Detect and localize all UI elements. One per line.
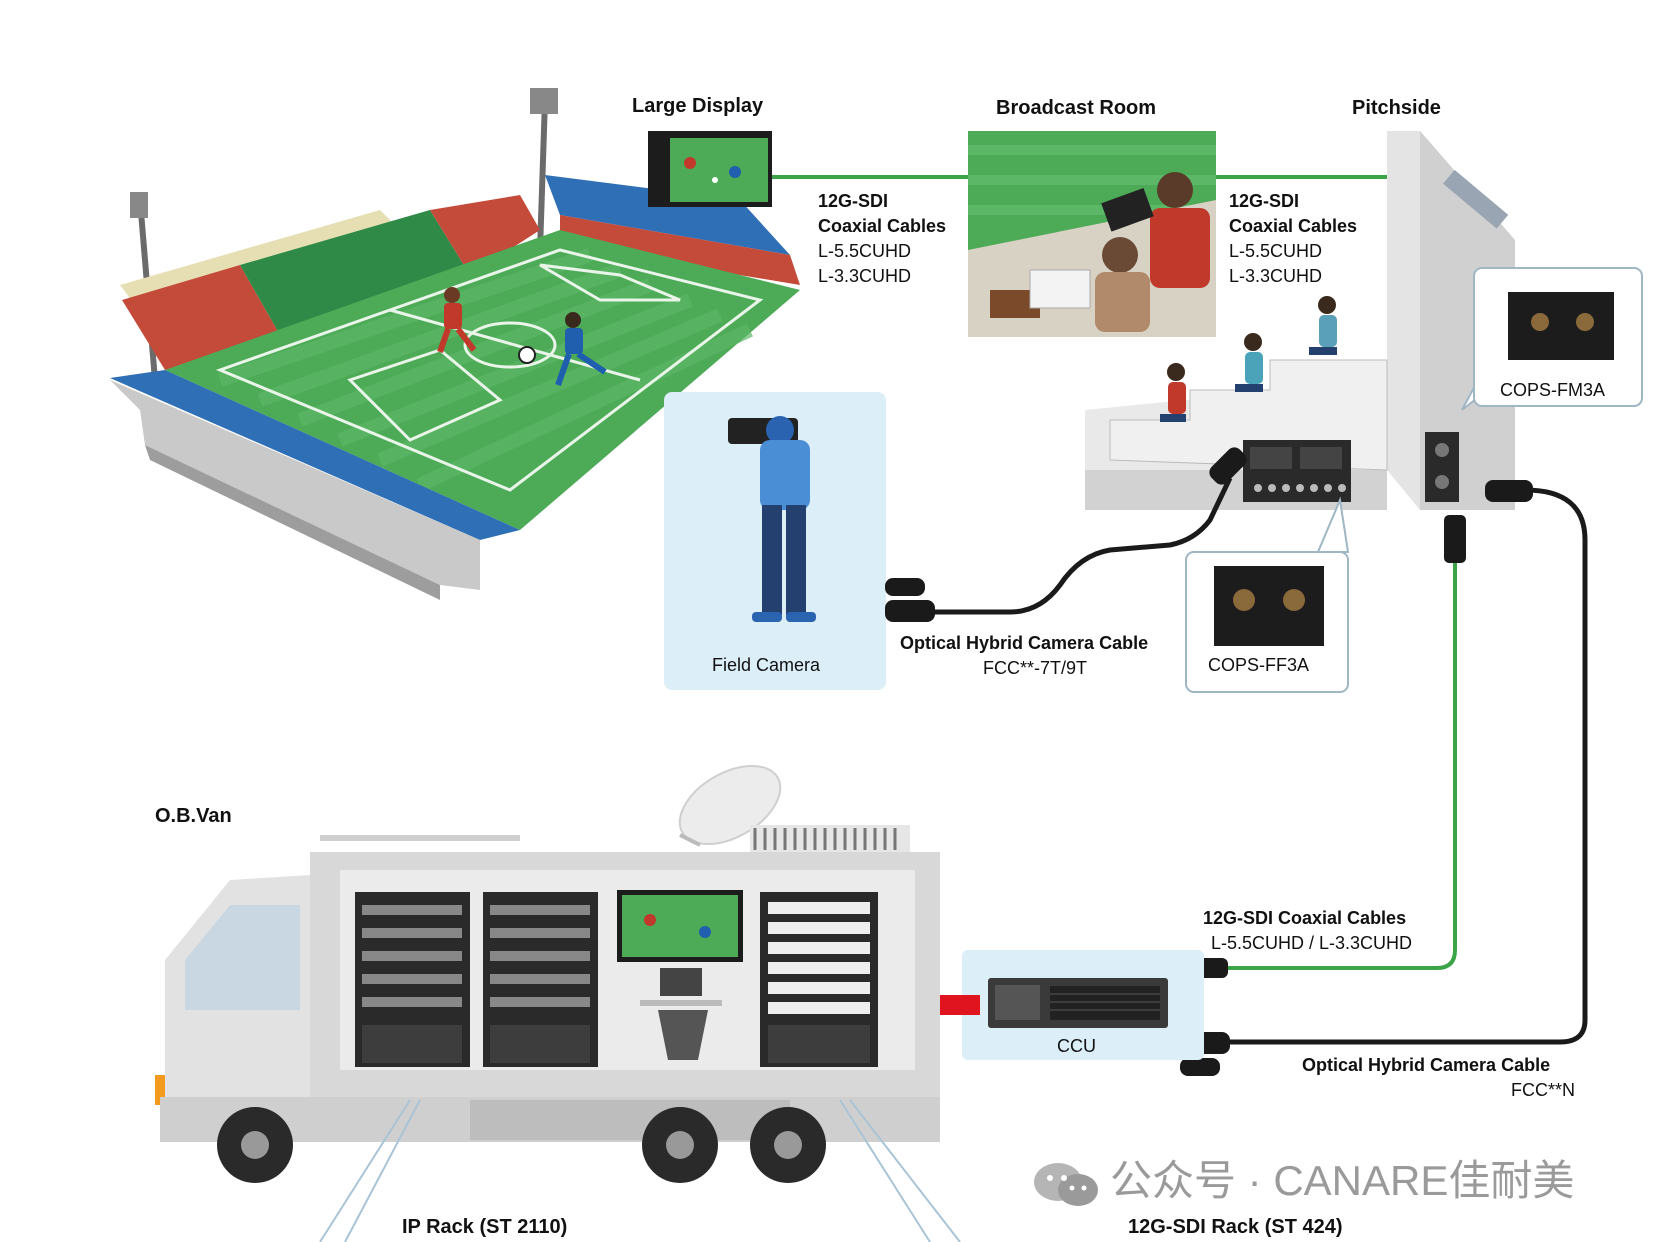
optical-cable-field [900, 476, 1233, 615]
cable-left-model2: L-3.3CUHD [818, 266, 912, 286]
cable-left-title2: Coaxial Cables [818, 216, 947, 236]
pitchside-label: Pitchside [1352, 97, 1441, 119]
optical-cable-ccu [1220, 487, 1588, 1045]
ob-van-illustration [155, 764, 961, 1242]
cable-right-model1: L-5.5CUHD [1229, 241, 1323, 261]
broadcast-room-label: Broadcast Room [996, 97, 1157, 119]
player-red [437, 287, 477, 353]
wechat-icon [1034, 1163, 1098, 1206]
optical-field-model: FCC**-7T/9T [983, 658, 1088, 678]
cops-fm3a-callout [1461, 267, 1643, 411]
optical-van-model: FCC**N [1511, 1080, 1576, 1100]
pitchside-building [1085, 131, 1515, 510]
cops-fm3a-label: COPS-FM3A [1500, 380, 1606, 400]
optical-field-title: Optical Hybrid Camera Cable [900, 633, 1149, 653]
broadcast-room-image [968, 131, 1216, 337]
player-blue [555, 312, 607, 387]
sdi-rack-label: 12G-SDI Rack (ST 424) [1128, 1216, 1343, 1238]
large-display-screen [648, 131, 772, 207]
ob-van-label: O.B.Van [155, 805, 232, 827]
ball-icon [518, 346, 536, 364]
ip-rack-label: IP Rack (ST 2110) [402, 1216, 568, 1238]
cops-ff3a-label: COPS-FF3A [1208, 655, 1310, 675]
bnc-connector-icon [1444, 515, 1466, 563]
cops-ff3a-callout [1185, 496, 1350, 693]
optical-connector-field [885, 447, 1247, 622]
coax-van-model: L-5.5CUHD / L-3.3CUHD [1211, 933, 1413, 953]
ccu-panel [962, 950, 1204, 1060]
cable-right-title2: Coaxial Cables [1229, 216, 1358, 236]
coax-van-title: 12G-SDI Coaxial Cables [1203, 908, 1407, 928]
ccu-label: CCU [1057, 1036, 1096, 1056]
stadium-illustration [110, 88, 800, 600]
cable-right-title1: 12G-SDI [1229, 191, 1300, 211]
cable-left-title1: 12G-SDI [818, 191, 889, 211]
coax-cable-ccu [1228, 535, 1457, 970]
large-display-label: Large Display [632, 95, 764, 117]
field-camera-panel [664, 392, 886, 690]
watermark: 公众号 · CANARE佳耐美 [1110, 1157, 1575, 1204]
cable-left-model1: L-5.5CUHD [818, 241, 912, 261]
field-camera-label: Field Camera [712, 655, 821, 675]
cable-right-model2: L-3.3CUHD [1229, 266, 1323, 286]
optical-van-title: Optical Hybrid Camera Cable [1302, 1055, 1551, 1075]
